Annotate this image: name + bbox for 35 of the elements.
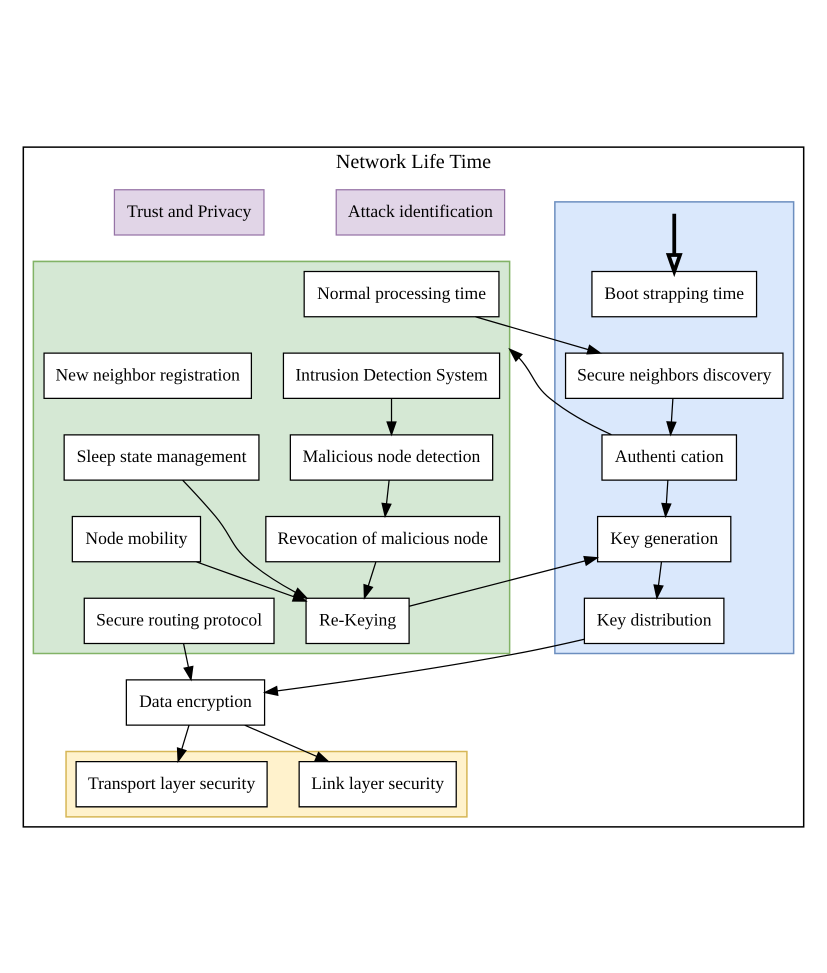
node-box: Malicious node detection (290, 434, 494, 480)
node-box: New neighbor registration (43, 352, 252, 399)
node-box: Revocation of malicious node (265, 515, 500, 562)
node-box: Transport layer security (75, 760, 268, 807)
node-box: Secure neighbors discovery (564, 352, 784, 399)
arrow (381, 480, 392, 518)
cluster (32, 260, 510, 654)
arrow (262, 638, 584, 696)
node-box: Secure routing protocol (84, 597, 275, 644)
arrow (666, 398, 677, 436)
arrow (666, 213, 683, 277)
node-box: Node mobility (72, 515, 202, 562)
arrow (244, 724, 330, 762)
node-box: Attack identification (336, 188, 506, 236)
node-box: Key generation (596, 515, 732, 562)
node-box: Re-Keying (305, 597, 410, 644)
node-box: Normal processing time (304, 270, 500, 317)
arrow (386, 398, 397, 436)
node-box: Trust and Privacy (114, 188, 265, 236)
arrow (176, 724, 190, 763)
arrow (661, 480, 672, 518)
arrow (653, 561, 664, 600)
node-box: Authenti cation (601, 434, 738, 480)
arrow (363, 561, 376, 600)
node-box: Data encryption (126, 678, 266, 726)
node-box: Intrusion Detection System (282, 352, 500, 399)
cluster (554, 200, 794, 654)
node-box: Link layer security (298, 760, 457, 807)
arrow (409, 555, 600, 606)
arrow (182, 643, 194, 682)
node-box: Sleep state management (64, 434, 260, 480)
node-box: Key distribution (584, 597, 725, 644)
node-box: Boot strapping time (591, 270, 758, 317)
arrow (475, 316, 602, 354)
arrow (508, 347, 612, 435)
